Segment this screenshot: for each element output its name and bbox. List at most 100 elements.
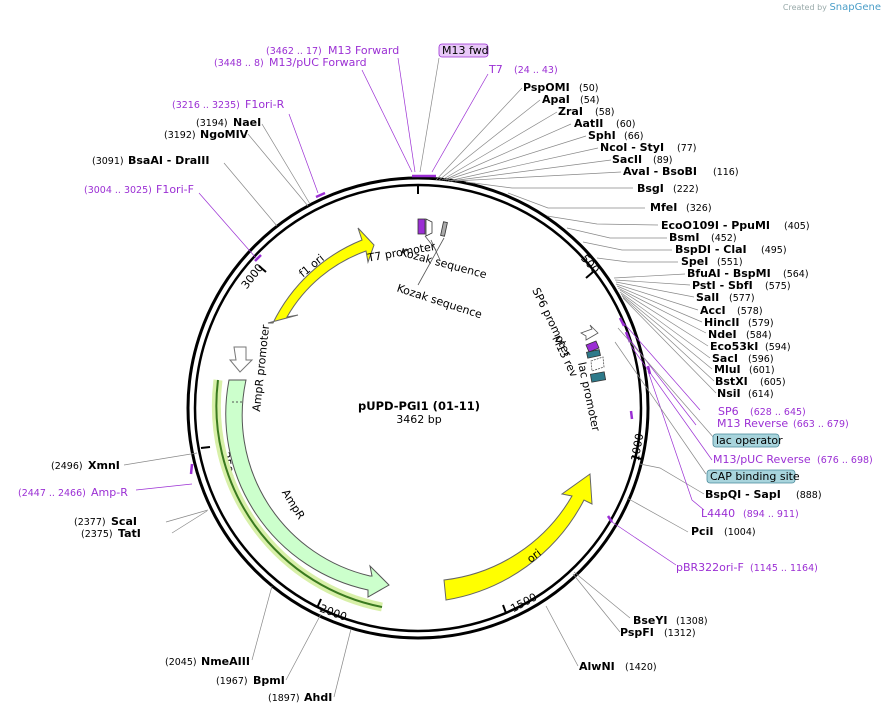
- svg-text:(222): (222): [673, 184, 699, 195]
- enzyme-pspfi[interactable]: PspFI: [620, 626, 654, 639]
- enzyme-alwni[interactable]: AlwNI: [579, 660, 615, 673]
- primer-t7[interactable]: T7: [488, 63, 503, 76]
- enzyme-zrai[interactable]: ZraI: [558, 105, 583, 118]
- svg-text:(58): (58): [595, 107, 615, 118]
- svg-text:(596): (596): [748, 354, 774, 365]
- enzyme-bspqi-sapi[interactable]: BspQI - SapI: [705, 488, 781, 501]
- primer-l4440[interactable]: L4440: [701, 507, 735, 520]
- primer-m13-forward[interactable]: M13 Forward: [328, 44, 399, 57]
- enzyme-pcii[interactable]: PciI: [691, 525, 713, 538]
- plasmid-name: pUPD-PGI1 (01-11): [358, 399, 480, 413]
- primer-f1ori-f[interactable]: F1ori-F: [156, 183, 194, 196]
- feature-f1-ori[interactable]: [267, 227, 375, 324]
- svg-text:(564): (564): [783, 269, 809, 280]
- enzyme-bfuai-bspmi[interactable]: BfuAI - BspMI: [687, 267, 771, 280]
- svg-text:(605): (605): [760, 377, 786, 388]
- feature-ampr[interactable]: [225, 379, 390, 598]
- enzyme-xmni[interactable]: XmnI: [88, 459, 120, 472]
- tick-label-3000: 3000: [239, 261, 266, 291]
- enzyme-nsii[interactable]: NsiI: [717, 387, 741, 400]
- svg-text:(2496): (2496): [51, 461, 83, 472]
- enzyme-mlui[interactable]: MluI: [714, 363, 741, 376]
- enzyme-saci[interactable]: SacI: [712, 352, 738, 365]
- svg-text:(3192): (3192): [164, 130, 196, 141]
- enzyme-eco53ki[interactable]: Eco53kI: [710, 340, 758, 353]
- svg-text:(3004 .. 3025): (3004 .. 3025): [84, 185, 152, 196]
- enzyme-psti-sbfi[interactable]: PstI - SbfI: [692, 279, 753, 292]
- svg-text:(579): (579): [748, 318, 774, 329]
- svg-text:(3194): (3194): [196, 118, 228, 129]
- feature-ori[interactable]: [443, 473, 593, 601]
- svg-text:(614): (614): [748, 389, 774, 400]
- svg-text:(594): (594): [765, 342, 791, 353]
- enzyme-sali[interactable]: SalI: [696, 291, 719, 304]
- svg-text:(1420): (1420): [625, 662, 657, 673]
- feature-label-kozak-2: Kozak sequence: [395, 282, 484, 322]
- svg-text:(50): (50): [579, 83, 599, 94]
- primer-m13-reverse[interactable]: M13 Reverse: [717, 417, 788, 430]
- enzyme-ndei[interactable]: NdeI: [708, 328, 737, 341]
- svg-text:(54): (54): [580, 95, 600, 106]
- cap-site-box: [706, 469, 796, 484]
- primer-f1ori-r[interactable]: F1ori-R: [245, 98, 285, 111]
- enzyme-ecoo109i-ppumi[interactable]: EcoO109I - PpuMI: [661, 219, 770, 232]
- lac-operator-mark: [586, 349, 601, 359]
- enzyme-mfei[interactable]: MfeI: [650, 201, 677, 214]
- feature-ampr-promoter[interactable]: [228, 346, 254, 373]
- svg-text:(326): (326): [686, 203, 712, 214]
- right-enzyme-labels: PspOMI (50) ApaI (54) ZraI (58) AatII (6…: [523, 81, 822, 673]
- svg-text:(663 .. 679): (663 .. 679): [793, 419, 849, 430]
- svg-text:(1004): (1004): [724, 527, 756, 538]
- svg-text:(2447 .. 2466): (2447 .. 2466): [18, 488, 86, 499]
- feature-label-ampr: AmpR: [279, 487, 308, 522]
- ampr-primer-strand: [215, 379, 383, 608]
- svg-text:(452): (452): [711, 233, 737, 244]
- enzyme-bspdi-clai[interactable]: BspDI - ClaI: [675, 243, 747, 256]
- feature-m13-fwd[interactable]: M13 fwd: [442, 44, 489, 57]
- svg-text:(628 .. 645): (628 .. 645): [750, 407, 806, 418]
- feature-cap-binding-site[interactable]: CAP binding site: [710, 470, 800, 483]
- enzyme-leader-lines-right: [435, 87, 717, 667]
- enzyme-bsgi[interactable]: BsgI: [637, 182, 664, 195]
- enzyme-bseyi[interactable]: BseYI: [633, 614, 667, 627]
- enzyme-pspomi[interactable]: PspOMI: [523, 81, 570, 94]
- svg-text:(89): (89): [653, 155, 673, 166]
- enzyme-acci[interactable]: AccI: [700, 304, 726, 317]
- primer-amp-r[interactable]: Amp-R: [91, 486, 128, 499]
- enzyme-ahdi[interactable]: AhdI: [304, 691, 332, 704]
- svg-text:(3462 .. 17): (3462 .. 17): [266, 46, 322, 57]
- enzyme-scai[interactable]: ScaI: [111, 515, 137, 528]
- svg-text:(495): (495): [761, 245, 787, 256]
- enzyme-sphi[interactable]: SphI: [588, 129, 616, 142]
- svg-text:(3448 .. 8): (3448 .. 8): [214, 58, 264, 69]
- enzyme-apai[interactable]: ApaI: [542, 93, 570, 106]
- left-enzyme-labels: (3194) NaeI (3192) NgoMIV (3091) BsaAI -…: [51, 116, 332, 704]
- svg-text:(2377): (2377): [74, 517, 106, 528]
- enzyme-spei[interactable]: SpeI: [681, 255, 708, 268]
- enzyme-bsmi[interactable]: BsmI: [669, 231, 700, 244]
- svg-text:(3216 .. 3235): (3216 .. 3235): [172, 100, 240, 111]
- primer-pbr322ori-f[interactable]: pBR322ori-F: [676, 561, 744, 574]
- primer-sp6[interactable]: SP6: [718, 405, 739, 418]
- svg-text:(3091): (3091): [92, 156, 124, 167]
- svg-text:(1145 .. 1164): (1145 .. 1164): [750, 563, 818, 574]
- enzyme-sacii[interactable]: SacII: [612, 153, 642, 166]
- primer-m13-puc-forward[interactable]: M13/pUC Forward: [269, 56, 367, 69]
- enzyme-ngomiv[interactable]: NgoMIV: [200, 128, 249, 141]
- tick-label-1000: 1000: [629, 432, 647, 462]
- enzyme-nmeaiii[interactable]: NmeAIII: [201, 655, 250, 668]
- enzyme-ncoi-styi[interactable]: NcoI - StyI: [600, 141, 664, 154]
- enzyme-bstxi[interactable]: BstXI: [715, 375, 748, 388]
- enzyme-aatii[interactable]: AatII: [574, 117, 603, 130]
- enzyme-avai-bsobi[interactable]: AvaI - BsoBI: [623, 165, 697, 178]
- enzyme-hincii[interactable]: HincII: [704, 316, 740, 329]
- enzyme-naei[interactable]: NaeI: [233, 116, 261, 129]
- enzyme-bsaai-draiii[interactable]: BsaAI - DraIII: [128, 154, 209, 167]
- primer-m13-puc-reverse[interactable]: M13/pUC Reverse: [713, 453, 811, 466]
- svg-text:(578): (578): [737, 306, 763, 317]
- feature-lac-operator[interactable]: lac operator: [716, 434, 783, 447]
- svg-text:(1308): (1308): [676, 616, 708, 627]
- svg-text:(601): (601): [749, 365, 775, 376]
- enzyme-tati[interactable]: TatI: [118, 527, 141, 540]
- enzyme-bpmi[interactable]: BpmI: [253, 674, 285, 687]
